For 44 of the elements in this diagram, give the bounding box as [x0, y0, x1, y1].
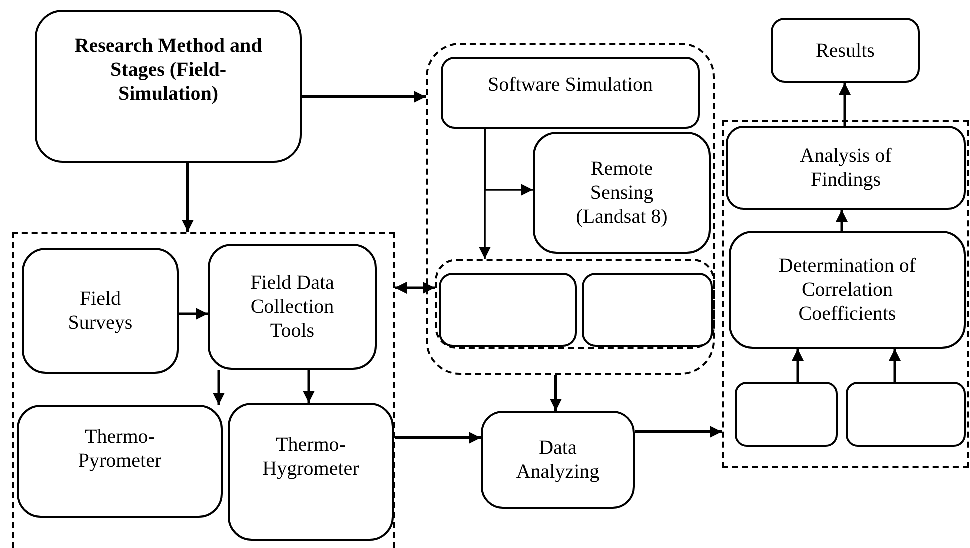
dashed-group: [722, 120, 969, 468]
node-label: Remote Sensing (Landsat 8): [575, 157, 669, 229]
arrow: [302, 91, 426, 103]
process-box: [481, 411, 635, 509]
node-label: Thermo-Hygrometer: [262, 433, 360, 481]
node-label: Analysis of Findings: [799, 144, 893, 192]
node-label: Field Data Collection Tools: [250, 271, 336, 343]
dashed-group: [435, 259, 715, 349]
process-box: [22, 248, 179, 374]
arrow: [179, 308, 208, 320]
arrow: [479, 129, 491, 259]
process-box: [17, 405, 223, 518]
arrow: [303, 370, 315, 403]
dashed-group: [12, 232, 395, 548]
node-label: Thermo-Pyrometer: [77, 425, 163, 473]
dashed-group: [426, 43, 715, 375]
process-box: [208, 244, 377, 370]
arrow: [182, 163, 194, 232]
node-label: Field Surveys: [67, 287, 134, 335]
arrow: [395, 282, 435, 294]
node-label: Research Method and Stages (Field-Simulation): [74, 34, 264, 106]
process-box: [228, 403, 394, 541]
process-box: [441, 57, 700, 129]
arrow: [889, 349, 901, 382]
process-box: [771, 18, 920, 83]
process-box: [729, 231, 966, 349]
arrow: [839, 83, 851, 126]
node-label: Determination of Correlation Coefficients: [778, 254, 918, 326]
arrow: [792, 349, 804, 382]
node-label: Software Simulation: [488, 73, 653, 97]
arrow: [213, 370, 225, 405]
process-box: [846, 382, 966, 447]
process-box: [35, 10, 302, 163]
process-box: [439, 273, 577, 347]
arrow: [635, 426, 722, 438]
process-box: [735, 382, 838, 447]
process-box: [582, 273, 713, 347]
process-box: [533, 132, 711, 254]
arrow: [836, 210, 848, 231]
arrow: [395, 432, 481, 444]
node-label: Results: [816, 38, 875, 62]
arrow: [550, 375, 562, 411]
process-box: [726, 126, 966, 210]
node-label: Data Analyzing: [515, 436, 601, 484]
